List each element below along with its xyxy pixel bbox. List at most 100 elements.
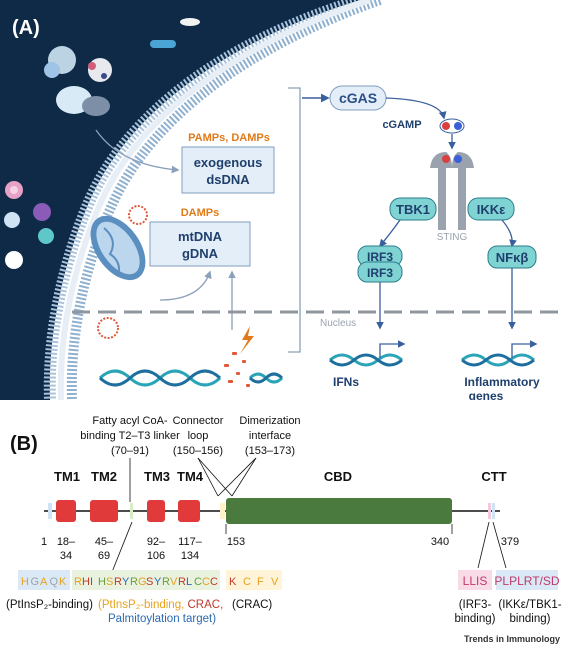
motif-letter: R xyxy=(162,576,170,588)
connector-label-3: (150–156) xyxy=(173,445,223,457)
cell-membrane-inner xyxy=(66,0,382,400)
ctt-title: CTT xyxy=(481,469,506,484)
inflammatory-gene-helix xyxy=(461,340,538,367)
motif-letter: Y xyxy=(122,576,130,588)
nucleus-label: Nucleus xyxy=(320,318,356,329)
mitochondrion xyxy=(90,215,146,281)
journal-credit: Trends in Immunology xyxy=(464,634,560,644)
fatty-label-3: (70–91) xyxy=(111,445,149,457)
connector-pointer-1 xyxy=(197,457,219,497)
plplrt-pointer xyxy=(492,521,507,569)
motif-k-mark xyxy=(220,503,225,519)
plplrt-mark xyxy=(492,503,495,519)
tbk1-node xyxy=(389,197,437,221)
motif-letter: F xyxy=(257,576,264,588)
dimer-pointer-1 xyxy=(217,457,257,497)
connector-pointer-2 xyxy=(197,457,233,497)
plplrt-label: PLPLRT/SD xyxy=(494,574,559,588)
arrow-to-mtdna xyxy=(159,270,212,301)
panel-a-label: (A) xyxy=(12,17,40,39)
note-ptins2: (PtInsP₂-binding, xyxy=(98,599,187,611)
pos-1: 1 xyxy=(41,536,47,548)
cgas-label: cGAS xyxy=(339,90,377,106)
dimer-label-2: interface xyxy=(249,430,291,442)
ifn-gene-helix xyxy=(329,340,406,367)
dimer-label-3: (153–173) xyxy=(245,445,295,457)
pos-340: 340 xyxy=(431,536,449,548)
motif-letter: C xyxy=(243,576,251,588)
genomic-dna-helix xyxy=(98,369,284,387)
tm2-range-a: 45– xyxy=(95,536,114,548)
motif-rh-box xyxy=(72,570,220,590)
llis-mark xyxy=(488,503,491,519)
motif-letter: H xyxy=(21,576,29,588)
bracket xyxy=(288,87,301,353)
cell-membrane xyxy=(43,0,362,400)
llis-box xyxy=(458,570,492,590)
nfkb-label: NFκβ xyxy=(496,250,529,265)
exogenous-dsdna-box xyxy=(181,146,275,194)
motif-k-box xyxy=(226,570,282,590)
pathogen-cluster xyxy=(4,18,200,269)
motif-letter: A xyxy=(40,576,48,588)
motif-letter: V xyxy=(170,576,178,588)
mtdna-gdna-box xyxy=(149,221,251,267)
motif-letter: H xyxy=(82,576,90,588)
fatty-label-1: Fatty acyl CoA- xyxy=(92,415,168,427)
motif-letter: G xyxy=(31,576,40,588)
tm4-domain xyxy=(178,500,200,522)
motif-letter: R xyxy=(114,576,122,588)
motif-letter: R xyxy=(178,576,186,588)
note-irf3-b: binding) xyxy=(455,613,496,625)
sting-label: STING xyxy=(437,232,468,243)
ikke-label: IKKε xyxy=(477,202,506,217)
exogenous-label: exogenous xyxy=(194,155,263,170)
motif-hgaqk-mark xyxy=(48,503,52,519)
motif-letter: G xyxy=(138,576,147,588)
tm2-range-b: 69 xyxy=(98,550,110,562)
note-ikk-b: binding) xyxy=(510,613,551,625)
note-crac: CRAC, xyxy=(187,599,223,611)
cbd-domain xyxy=(226,498,452,524)
membrane-core xyxy=(57,0,371,400)
motif-linker-mark xyxy=(130,503,133,519)
tm3-range-a: 92– xyxy=(147,536,166,548)
pamps-damps-label: PAMPs, DAMPs xyxy=(188,132,270,144)
tbk1-label: TBK1 xyxy=(396,202,430,217)
plplrt-box xyxy=(496,570,558,590)
llis-pointer xyxy=(477,521,490,569)
motif-letter: S xyxy=(106,576,113,588)
note-linker: (PtInsP₂-binding, CRAC, xyxy=(98,599,223,611)
arrow-tbk1-irf3 xyxy=(379,219,401,248)
note-crac2: (CRAC) xyxy=(232,599,272,611)
motif-letter: Y xyxy=(154,576,162,588)
tm4-range-b: 134 xyxy=(181,550,199,562)
pos-153: 153 xyxy=(227,536,245,548)
motif-letter: S xyxy=(146,576,153,588)
motif-letter: V xyxy=(271,576,279,588)
motif-letter: C xyxy=(194,576,202,588)
motif-letter: C xyxy=(210,576,218,588)
motif-letter: K xyxy=(59,576,67,588)
dimer-pointer-2 xyxy=(231,457,257,497)
plasmid-dna-2 xyxy=(97,317,119,339)
note-irf3-a: (IRF3- xyxy=(459,599,492,611)
damps-label: DAMPs xyxy=(181,207,220,219)
genes-label: genes xyxy=(469,389,504,403)
panel-b: (B) Fatty acyl CoA- binding T2–T3 linker… xyxy=(6,415,562,644)
note-palmitoylation: Palmitoylation target) xyxy=(108,613,216,625)
cbd-title: CBD xyxy=(324,469,352,484)
sting-dimer xyxy=(430,152,474,230)
motif-letter: I xyxy=(90,576,93,588)
note-ikk-a: (IKKε/TBK1- xyxy=(498,599,561,611)
cgamp-molecule xyxy=(439,118,465,134)
dimer-label-1: Dimerization xyxy=(239,415,300,427)
arrow-cgas-cgamp xyxy=(385,97,447,120)
motif-letter: C xyxy=(202,576,210,588)
irf3-label-2: IRF3 xyxy=(367,266,393,280)
cgamp-label: cGAMP xyxy=(382,119,421,131)
tm2-title: TM2 xyxy=(91,469,117,484)
tm1-range-a: 18– xyxy=(57,536,76,548)
tm2-domain xyxy=(90,500,118,522)
